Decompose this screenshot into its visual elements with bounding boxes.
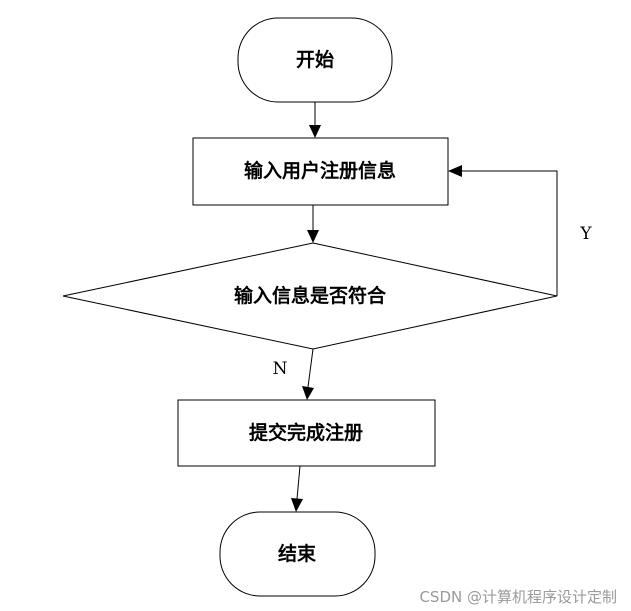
input-node: 输入用户注册信息	[192, 137, 449, 206]
arrowhead-icon	[448, 165, 462, 177]
decision-node-label: 输入信息是否符合	[234, 284, 387, 307]
decision-node: 输入信息是否符合	[62, 242, 558, 350]
end-node-label: 结束	[278, 542, 317, 565]
edge-decision-no: N	[273, 348, 314, 400]
end-node-shape	[219, 511, 376, 597]
start-node: 开始	[237, 17, 393, 103]
start-node-label: 开始	[296, 48, 334, 71]
input-node-shape	[192, 137, 449, 206]
no-label: N	[273, 359, 288, 379]
arrowhead-icon	[302, 386, 314, 400]
submit-node: 提交完成注册	[177, 399, 436, 467]
edge-decision-yes-loop: Y	[448, 165, 592, 296]
submit-node-shape	[177, 399, 436, 467]
end-node: 结束	[219, 511, 376, 597]
arrowhead-icon	[309, 125, 321, 138]
edge-start-to-input	[309, 102, 321, 138]
edge-decision-yes-loop-line	[462, 170, 558, 296]
edge-submit-to-end-line	[296, 465, 301, 500]
arrowhead-icon	[291, 498, 303, 512]
edge-input-to-decision	[307, 205, 319, 243]
input-node-label: 输入用户注册信息	[244, 159, 396, 182]
edge-submit-to-end	[291, 465, 303, 512]
edge-decision-no-line	[307, 348, 314, 388]
arrowhead-icon	[307, 230, 319, 243]
submit-node-label: 提交完成注册	[249, 421, 363, 444]
yes-label: Y	[579, 224, 592, 244]
watermark: CSDN @计算机程序设计定制	[419, 588, 617, 606]
